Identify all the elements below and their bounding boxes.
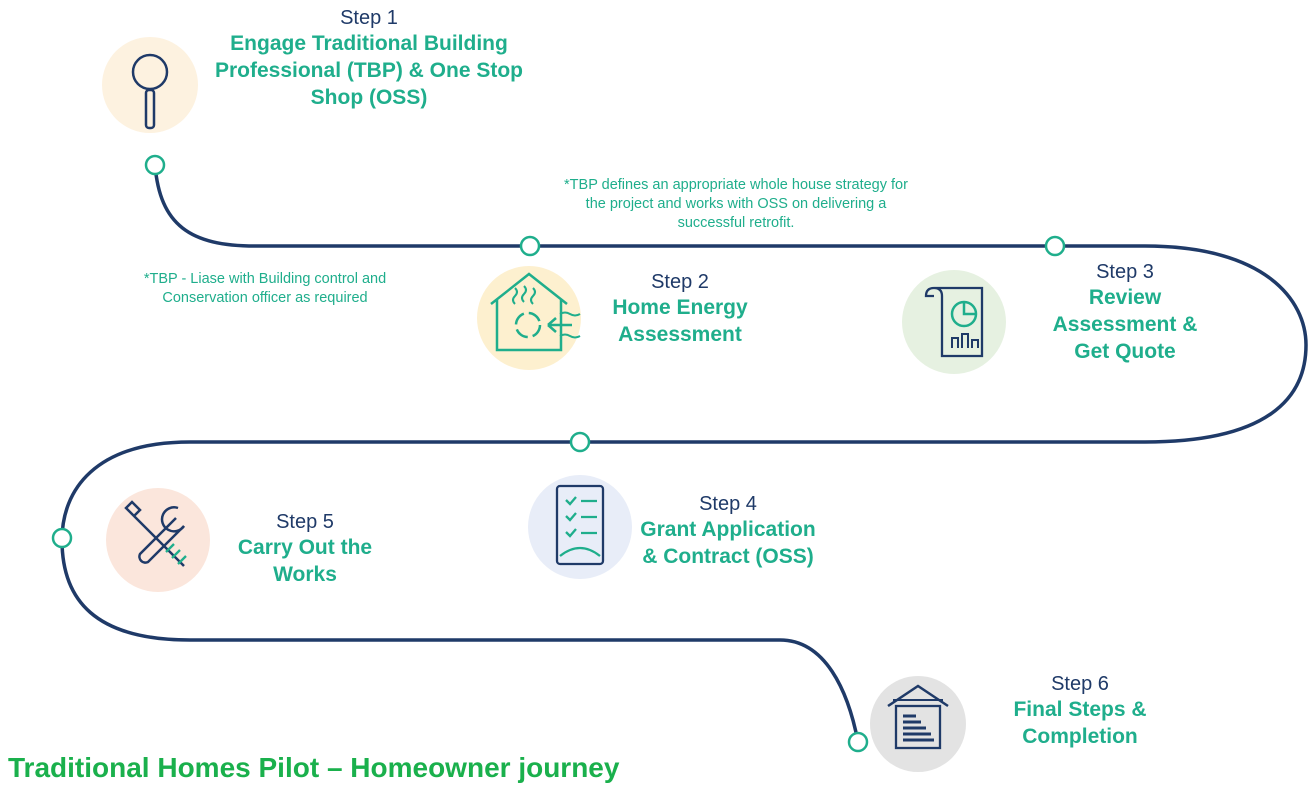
milestone-node (519, 235, 541, 257)
strategy-note: *TBP defines an appropriate whole house … (564, 177, 908, 231)
step-number: Step 6 (1051, 673, 1109, 695)
step-number: Step 3 (1096, 261, 1154, 283)
step-4: Step 4 Grant Application & Contract (OSS… (628, 492, 828, 570)
step-number: Step 5 (276, 511, 334, 533)
energy-rating-house-icon (870, 676, 966, 772)
step-title: Grant Application & Contract (OSS) (640, 518, 816, 568)
liaise-note: *TBP - Liase with Building control and C… (143, 271, 387, 306)
step-number: Step 1 (340, 7, 398, 29)
magnifying-glass-icon (102, 37, 198, 133)
step-title: Final Steps & Completion (1013, 698, 1147, 748)
step-title: Review Assessment & Get Quote (1052, 286, 1198, 363)
milestone-node (1044, 235, 1066, 257)
step-6: Step 6 Final Steps & Completion (990, 672, 1170, 750)
tools-icon (106, 488, 210, 592)
page-title: Traditional Homes Pilot – Homeowner jour… (8, 752, 620, 783)
house-energy-icon (477, 266, 581, 370)
milestone-node (847, 731, 869, 753)
step-1: Step 1 Engage Traditional Building Profe… (196, 6, 542, 111)
step-5: Step 5 Carry Out the Works (215, 510, 395, 588)
step-title: Carry Out the Works (237, 536, 373, 586)
milestone-node (144, 154, 166, 176)
step-title: Engage Traditional Building Professional… (214, 32, 524, 109)
report-chart-icon (902, 270, 1006, 374)
step-title: Home Energy Assessment (612, 296, 748, 346)
milestone-node (569, 431, 591, 453)
journey-path (60, 163, 1308, 744)
checklist-icon (528, 475, 632, 579)
step-3: Step 3 Review Assessment & Get Quote (1030, 260, 1220, 365)
step-number: Step 4 (699, 493, 757, 515)
milestone-node (51, 527, 73, 549)
step-number: Step 2 (651, 271, 709, 293)
step-2: Step 2 Home Energy Assessment (590, 270, 770, 348)
